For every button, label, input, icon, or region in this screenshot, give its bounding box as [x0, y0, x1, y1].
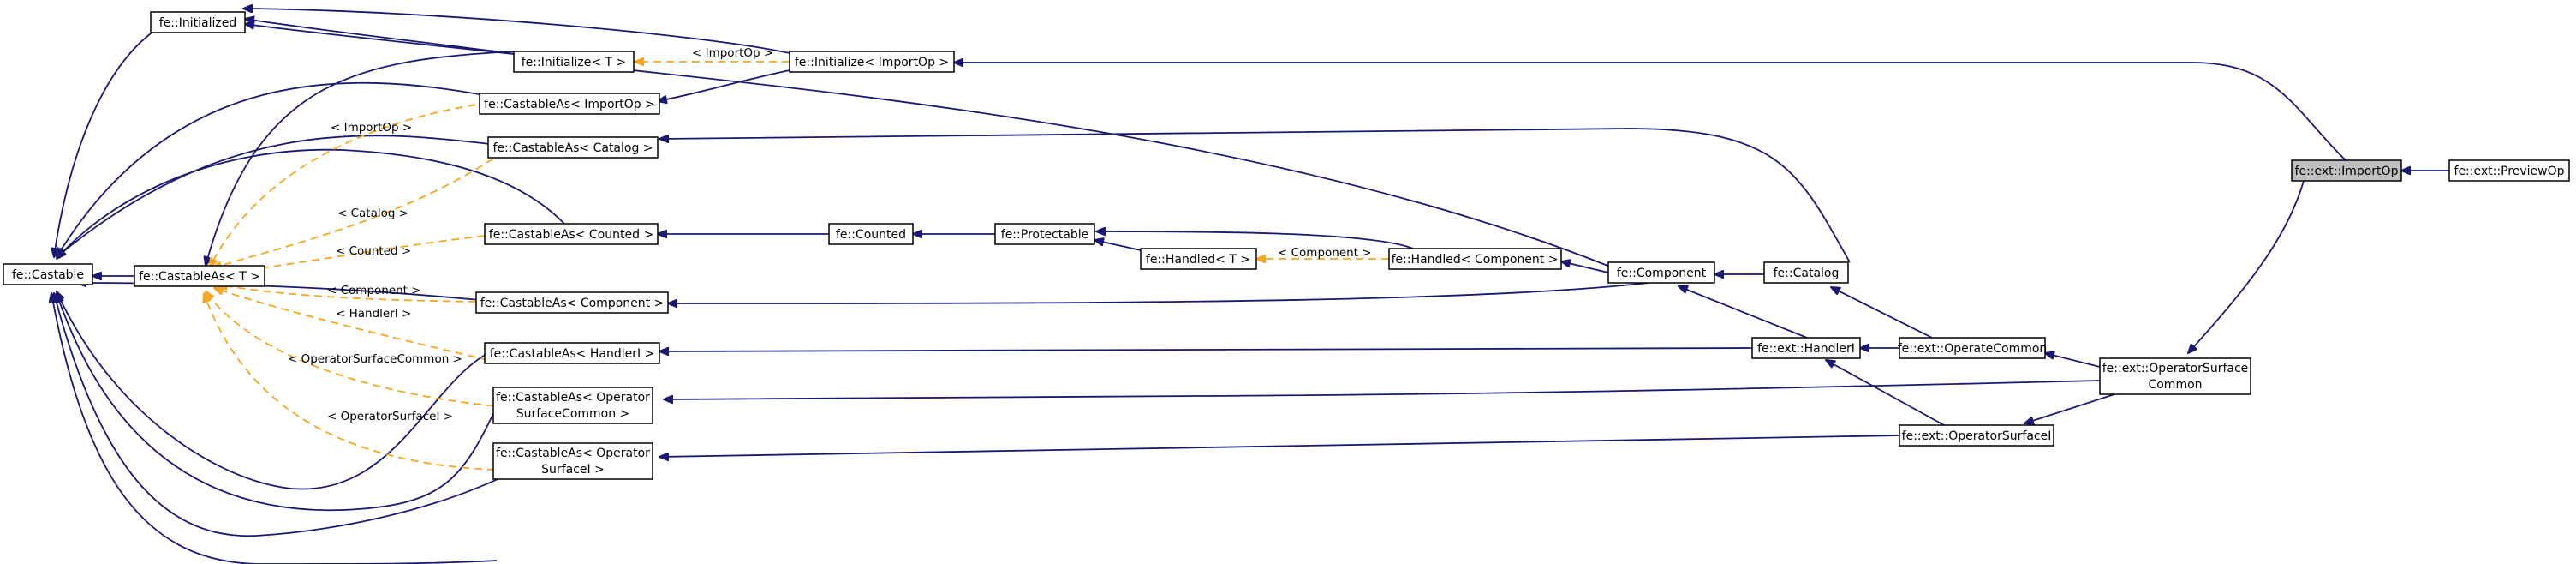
node-castableas-importop-label: fe::CastableAs< ImportOp >	[484, 98, 655, 111]
edge-label-opsurfcommon: < OperatorSurfaceCommon >	[288, 352, 462, 366]
node-handled-component[interactable]: fe::Handled< Component >	[1388, 248, 1562, 270]
node-castableas-counted-label: fe::CastableAs< Counted >	[489, 228, 653, 242]
node-castableas-handleri-label: fe::CastableAs< HandlerI >	[490, 347, 655, 361]
edge-initialized-to-castable	[54, 30, 155, 257]
node-castableas-catalog-label: fe::CastableAs< Catalog >	[492, 141, 653, 155]
edge-operatecommon-to-catalog	[1831, 287, 1936, 340]
edge-handleri-to-component	[1679, 286, 1808, 339]
edge-label-catalog: < Catalog >	[337, 207, 408, 220]
node-castableas-t-label: fe::CastableAs< T >	[139, 270, 260, 284]
edge-castableas-opsurfcommon-to-castable	[57, 293, 501, 512]
node-castableas-opsurfi[interactable]: fe::CastableAs< Operator SurfaceI >	[492, 442, 653, 480]
node-catalog[interactable]: fe::Catalog	[1763, 261, 1849, 284]
edge-component-to-initialized	[245, 19, 1611, 267]
edge-tpl-opsurfi	[204, 293, 496, 471]
node-castableas-handleri[interactable]: fe::CastableAs< HandlerI >	[484, 342, 660, 364]
node-castableas-opsurfi-label-1: fe::CastableAs< Operator	[496, 447, 650, 460]
edge-opsurfcommon-to-operatecommon	[2045, 353, 2101, 368]
node-handleri[interactable]: fe::ext::HandlerI	[1751, 337, 1861, 359]
edge-label-counted: < Counted >	[336, 244, 411, 258]
edge-label-component-handled: < Component >	[1278, 246, 1372, 260]
edge-importop-to-initialize-importop	[954, 63, 2347, 162]
edge-handleri-to-castableas-handleri	[659, 348, 1753, 351]
node-castableas-counted[interactable]: fe::CastableAs< Counted >	[484, 223, 659, 245]
edge-castableas-handleri-to-castable	[57, 291, 489, 490]
edge-label-handleri: < HandlerI >	[336, 307, 411, 321]
edge-opsurfi-to-castableas-opsurfi	[659, 435, 1902, 457]
node-counted-label: fe::Counted	[836, 228, 906, 242]
edge-handled-t-to-protectable	[1094, 240, 1142, 251]
node-protectable-label: fe::Protectable	[1001, 228, 1088, 242]
node-castableas-opsurfi-label-2: SurfaceI >	[541, 463, 605, 477]
node-operatecommon[interactable]: fe::ext::OperateCommon	[1898, 337, 2048, 359]
node-initialize-importop-label: fe::Initialize< ImportOp >	[795, 56, 949, 69]
node-importop-label: fe::ext::ImportOp	[2295, 165, 2399, 178]
node-castable-label: fe::Castable	[12, 268, 84, 282]
edge-castableas-counted-to-castable	[57, 148, 566, 259]
node-castableas-component[interactable]: fe::CastableAs< Component >	[475, 291, 669, 314]
edge-initialize-importop-to-initialized	[243, 9, 790, 54]
edge-tpl-handleri	[214, 288, 489, 361]
node-castable[interactable]: fe::Castable	[3, 263, 93, 285]
edge-initialize-importop-to-castableas-importop	[658, 69, 790, 101]
edge-opsurfcommon-to-castableas-opsurfcommon	[664, 380, 2101, 399]
edge-tpl-catalog	[212, 158, 494, 268]
node-castableas-opsurfcommon-label-2: SurfaceCommon >	[516, 407, 630, 421]
edge-tpl-component	[218, 285, 477, 303]
node-handled-component-label: fe::Handled< Component >	[1392, 253, 1559, 267]
edge-opsurfi-to-handleri	[1826, 360, 1945, 426]
edge-castableas-opsurfi-to-castable	[54, 293, 515, 537]
nodes: fe::ext::ImportOp fe::ext::PreviewOp fe:…	[3, 11, 2570, 480]
edge-importop-to-opsurfcommon	[2188, 180, 2305, 353]
edge-catalog-to-castableas-catalog	[659, 128, 1851, 263]
node-handled-t-label: fe::Handled< T >	[1146, 253, 1250, 267]
edge-castableas-importop-to-castable	[57, 81, 489, 257]
node-catalog-label: fe::Catalog	[1774, 267, 1840, 280]
node-castableas-component-label: fe::CastableAs< Component >	[480, 297, 665, 310]
node-initialize-t-label: fe::Initialize< T >	[522, 56, 626, 69]
edge-label-opsurfi: < OperatorSurfaceI >	[327, 410, 453, 423]
node-castableas-opsurfcommon-label-1: fe::CastableAs< Operator	[496, 391, 650, 405]
node-initialize-t[interactable]: fe::Initialize< T >	[513, 51, 635, 73]
node-castableas-t[interactable]: fe::CastableAs< T >	[134, 265, 265, 287]
edge-castableas-opsurfi-to-castable-2	[51, 293, 498, 564]
node-opsurfi[interactable]: fe::ext::OperatorSurfaceI	[1899, 424, 2054, 447]
node-handled-t[interactable]: fe::Handled< T >	[1140, 248, 1257, 270]
edge-initialize-t-to-castableas-t	[206, 51, 515, 266]
node-initialized[interactable]: fe::Initialized	[150, 11, 246, 33]
node-component-label: fe::Component	[1617, 267, 1707, 280]
edge-initialize-t-to-initialized	[245, 24, 515, 55]
edge-labels: < ImportOp > < ImportOp > < Catalog > < …	[288, 46, 1372, 423]
edge-label-importop-initialize: < ImportOp >	[692, 46, 773, 60]
node-initialized-label: fe::Initialized	[159, 16, 236, 30]
node-castableas-catalog[interactable]: fe::CastableAs< Catalog >	[487, 136, 659, 159]
node-previewop-label: fe::ext::PreviewOp	[2454, 165, 2565, 178]
edge-castableas-catalog-to-castable	[57, 135, 491, 257]
edge-tpl-opsurfcommon	[206, 291, 508, 408]
node-castableas-opsurfcommon[interactable]: fe::CastableAs< Operator SurfaceCommon >	[492, 387, 653, 424]
edge-component-to-handled-component	[1561, 261, 1609, 273]
edge-handled-component-to-protectable	[1096, 231, 1414, 249]
edge-component-to-castableas-component	[668, 282, 1649, 303]
node-operatecommon-label: fe::ext::OperateCommon	[1898, 342, 2048, 356]
node-previewop[interactable]: fe::ext::PreviewOp	[2448, 159, 2570, 182]
edge-label-importop-castable: < ImportOp >	[331, 121, 412, 135]
node-initialize-importop[interactable]: fe::Initialize< ImportOp >	[789, 51, 955, 73]
node-handleri-label: fe::ext::HandlerI	[1757, 342, 1855, 356]
node-opsurfcommon-label-1: fe::ext::OperatorSurface	[2102, 362, 2249, 375]
node-opsurfi-label: fe::ext::OperatorSurfaceI	[1902, 429, 2052, 443]
node-counted[interactable]: fe::Counted	[828, 223, 914, 245]
node-opsurfcommon-label-2: Common	[2148, 378, 2202, 392]
node-component[interactable]: fe::Component	[1607, 261, 1715, 284]
edge-label-component-castable: < Component >	[327, 284, 421, 297]
node-opsurfcommon[interactable]: fe::ext::OperatorSurface Common	[2099, 357, 2251, 395]
node-protectable[interactable]: fe::Protectable	[994, 223, 1095, 245]
node-castableas-importop[interactable]: fe::CastableAs< ImportOp >	[479, 93, 660, 115]
node-importop[interactable]: fe::ext::ImportOp	[2291, 159, 2402, 182]
